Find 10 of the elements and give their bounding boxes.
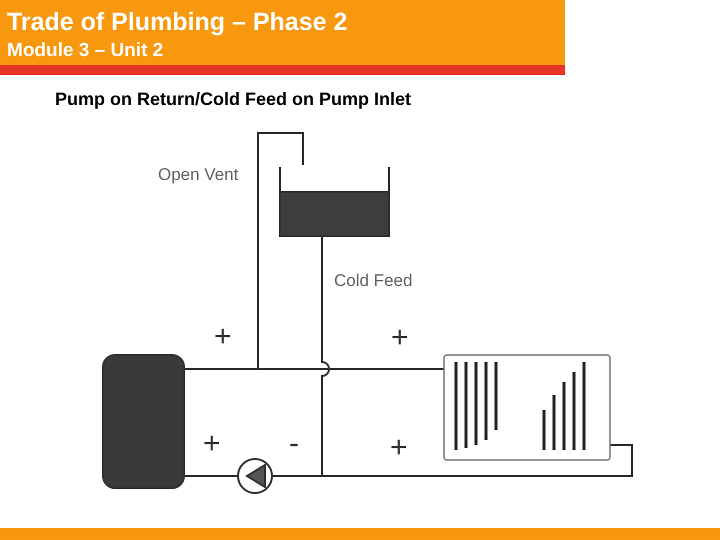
pressure-sign: + [390, 433, 408, 463]
pipe-label: Cold Feed [334, 272, 412, 289]
pressure-sign: - [289, 429, 299, 459]
pressure-sign: + [203, 429, 221, 459]
title: Trade of Plumbing – Phase 2 [7, 8, 348, 37]
diagram-heading: Pump on Return/Cold Feed on Pump Inlet [55, 90, 411, 108]
pressure-sign: + [391, 323, 409, 353]
pressure-sign: + [214, 322, 232, 352]
pipe-label: Open Vent [158, 166, 238, 183]
subtitle: Module 3 – Unit 2 [7, 41, 164, 60]
